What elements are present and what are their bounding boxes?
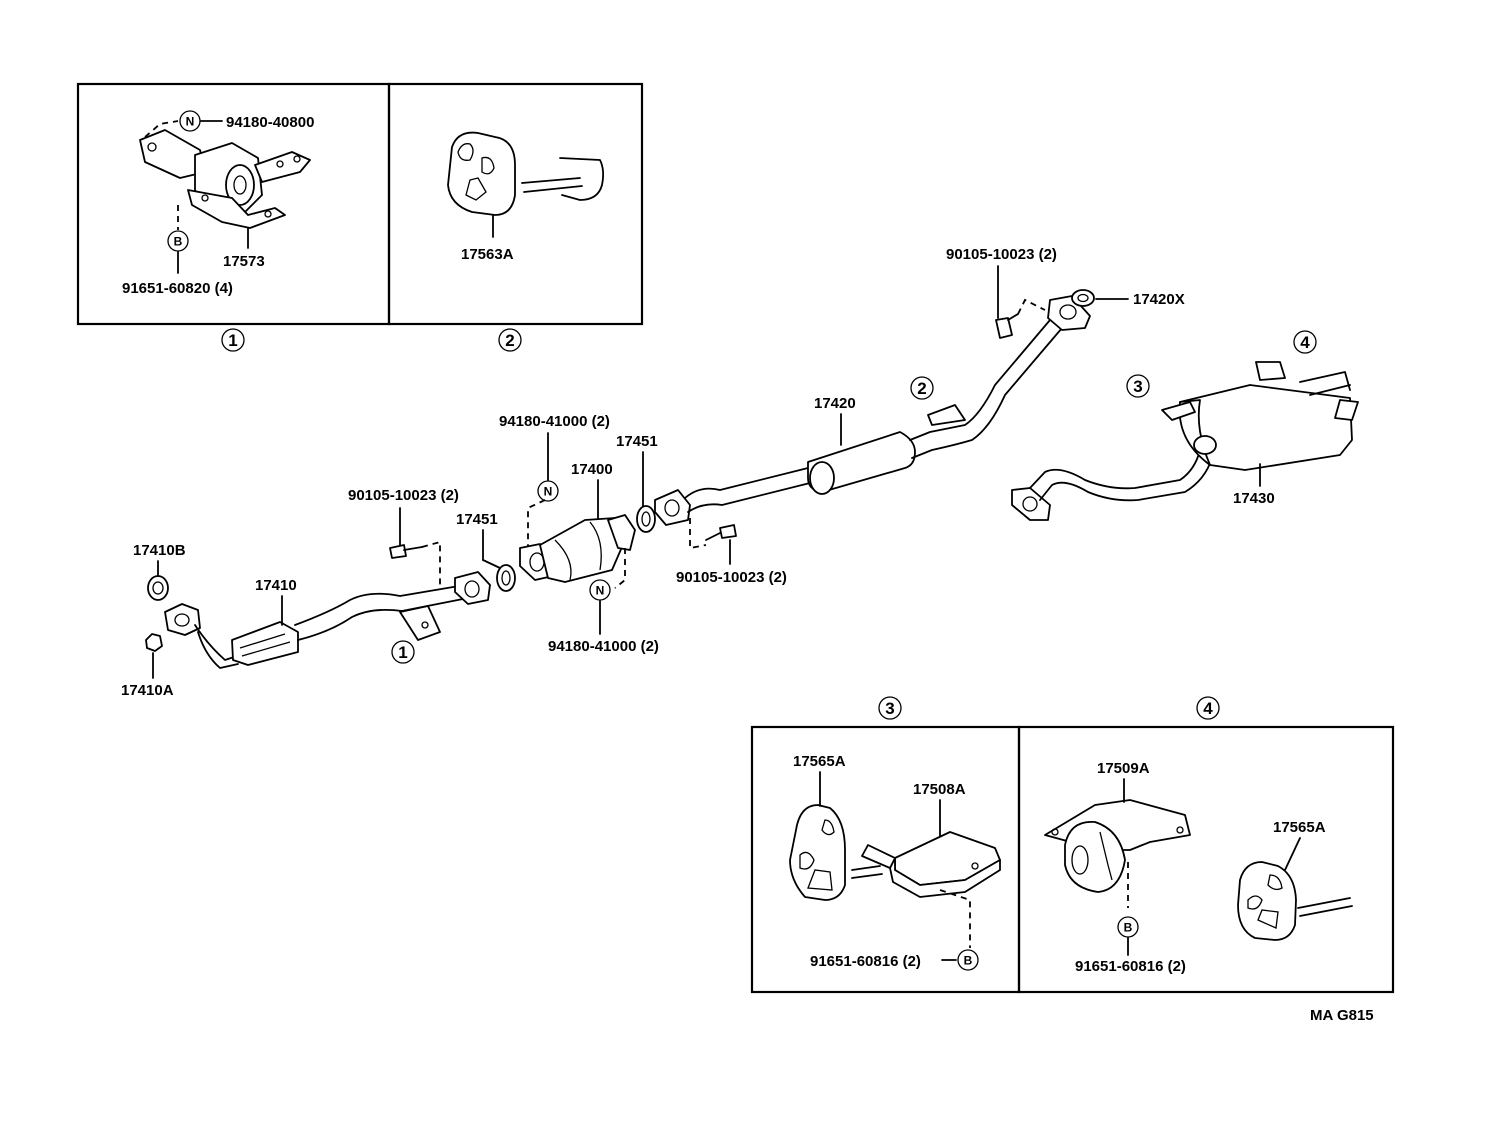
detail-1-n-mark: N	[179, 110, 201, 132]
n-mark-top: N	[537, 480, 559, 502]
bracket-17508A-drawing	[851, 831, 1001, 948]
svg-text:2: 2	[505, 331, 514, 350]
svg-text:B: B	[174, 235, 183, 249]
hanger-bracket-17573-drawing	[139, 120, 311, 274]
svg-text:N: N	[544, 485, 553, 499]
label-90105-center: 90105-10023 (2)	[676, 569, 787, 586]
rubber-hanger-17563A-drawing	[447, 131, 605, 238]
svg-text:1: 1	[228, 331, 237, 350]
gasket-17451-right	[636, 505, 656, 533]
label-17430: 17430	[1233, 490, 1275, 507]
label-17420: 17420	[814, 395, 856, 412]
label-17451-left: 17451	[456, 511, 498, 528]
label-17420X: 17420X	[1133, 291, 1185, 308]
n-mark-bottom: N	[589, 579, 611, 601]
gasket-17420X	[1071, 289, 1095, 307]
label-91651-60820: 91651-60820 (4)	[122, 280, 233, 297]
callout-1-detail: 1	[221, 328, 245, 352]
rubber-hanger-17565A-left-drawing	[789, 804, 846, 901]
callout-4-detail: 4	[1196, 696, 1220, 720]
bolt-90105-left	[389, 540, 441, 585]
detail-4-b-mark: B	[1117, 916, 1139, 938]
label-17400: 17400	[571, 461, 613, 478]
label-91651-60816-right: 91651-60816 (2)	[1075, 958, 1186, 975]
svg-text:2: 2	[917, 379, 926, 398]
svg-text:B: B	[964, 954, 973, 968]
label-17509A: 17509A	[1097, 760, 1150, 777]
label-17508A: 17508A	[913, 781, 966, 798]
callout-4-main: 4	[1293, 330, 1317, 354]
bolt-90105-center	[689, 518, 737, 550]
svg-text:4: 4	[1203, 699, 1213, 718]
label-94180-top: 94180-41000 (2)	[499, 413, 610, 430]
label-17573: 17573	[223, 253, 265, 270]
svg-text:3: 3	[1133, 377, 1142, 396]
gasket-17451-left	[496, 564, 516, 592]
label-17410A: 17410A	[121, 682, 174, 699]
label-94180-40800: 94180-40800	[226, 114, 314, 131]
label-17410B: 17410B	[133, 542, 186, 559]
callout-3-main: 3	[1126, 374, 1150, 398]
label-17565A-right: 17565A	[1273, 819, 1326, 836]
bolt-90105-right	[995, 298, 1046, 339]
label-90105-left: 90105-10023 (2)	[348, 487, 459, 504]
diagram-code: MA G815	[1310, 1007, 1374, 1024]
svg-text:3: 3	[885, 699, 894, 718]
detail-3-b-mark: B	[957, 949, 979, 971]
catalytic-converter-17400-drawing	[519, 499, 636, 589]
detail-box-4	[1017, 725, 1395, 994]
svg-text:B: B	[1124, 921, 1133, 935]
callout-2-main: 2	[910, 376, 934, 400]
label-17563A: 17563A	[461, 246, 514, 263]
label-94180-bottom: 94180-41000 (2)	[548, 638, 659, 655]
label-91651-60816-left: 91651-60816 (2)	[810, 953, 921, 970]
svg-text:N: N	[596, 584, 605, 598]
callout-1-main: 1	[391, 640, 415, 664]
svg-text:1: 1	[398, 643, 407, 662]
detail-box-2	[387, 82, 644, 326]
front-pipe-17410-drawing	[164, 571, 491, 669]
bracket-17509A-drawing	[1044, 799, 1191, 908]
label-17451-right: 17451	[616, 433, 658, 450]
callout-2-detail: 2	[498, 328, 522, 352]
rubber-hanger-17565A-right-drawing	[1237, 861, 1353, 941]
svg-text:N: N	[186, 115, 195, 129]
label-17565A-left: 17565A	[793, 753, 846, 770]
gasket-17410B	[147, 575, 169, 601]
muffler-17430-drawing	[1011, 361, 1359, 521]
nut-17410A	[145, 633, 163, 652]
label-17410: 17410	[255, 577, 297, 594]
detail-1-b-mark: B	[167, 230, 189, 252]
svg-text:4: 4	[1300, 333, 1310, 352]
label-90105-right: 90105-10023 (2)	[946, 246, 1057, 263]
callout-3-detail: 3	[878, 696, 902, 720]
